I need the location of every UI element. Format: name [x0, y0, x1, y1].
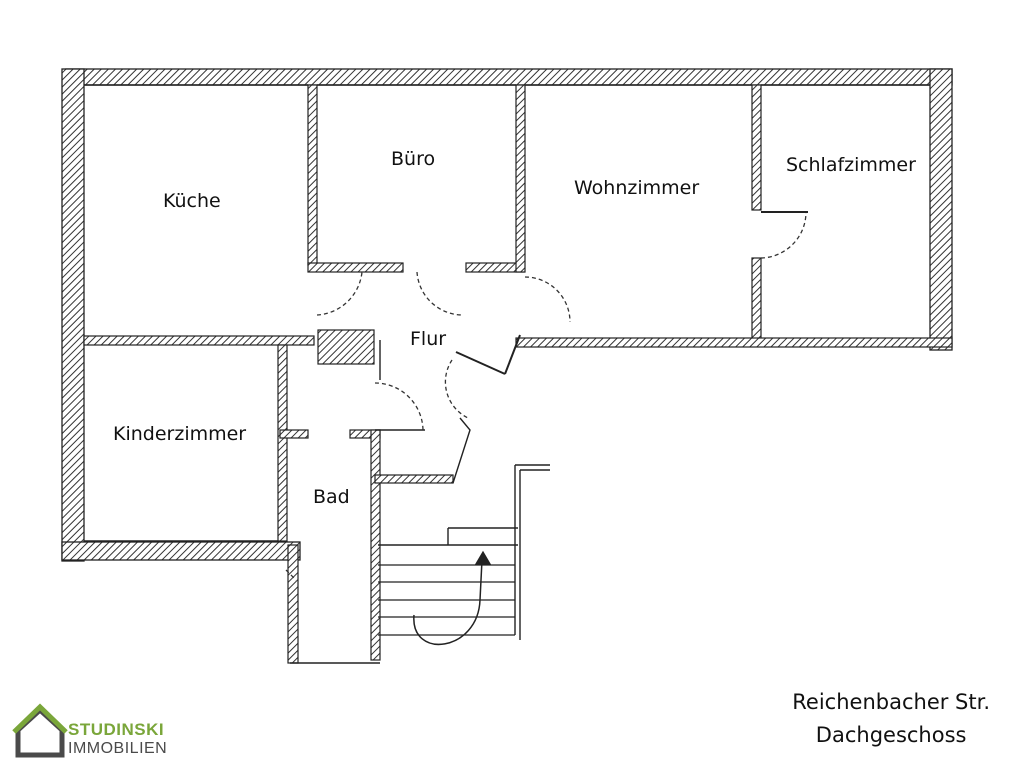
outer-walls: [61, 68, 953, 562]
room-label-flur: Flur: [410, 328, 447, 350]
room-label-kinderzimmer: Kinderzimmer: [113, 423, 247, 445]
plan-caption: Reichenbacher Str. Dachgeschoss: [792, 686, 990, 752]
logo-company-name: STUDINSKI: [68, 720, 165, 739]
inner-walls: [83, 84, 953, 664]
logo-company-subtitle: IMMOBILIEN: [68, 740, 168, 757]
room-label-bad: Bad: [313, 486, 350, 508]
room-label-buero: Büro: [391, 148, 436, 170]
street-name: Reichenbacher Str.: [792, 690, 990, 714]
floor-name: Dachgeschoss: [815, 723, 967, 747]
door-leaves: [455, 211, 808, 375]
door-swings: [285, 211, 807, 581]
room-label-wohnzimmer: Wohnzimmer: [574, 177, 700, 199]
wall-lines: [84, 84, 930, 664]
room-label-schlafzimmer: Schlafzimmer: [786, 154, 916, 176]
staircase: [378, 550, 515, 646]
stair-direction-arrow-icon: [474, 550, 492, 565]
house-logo-icon: [12, 703, 68, 758]
room-label-kueche: Küche: [163, 190, 221, 212]
